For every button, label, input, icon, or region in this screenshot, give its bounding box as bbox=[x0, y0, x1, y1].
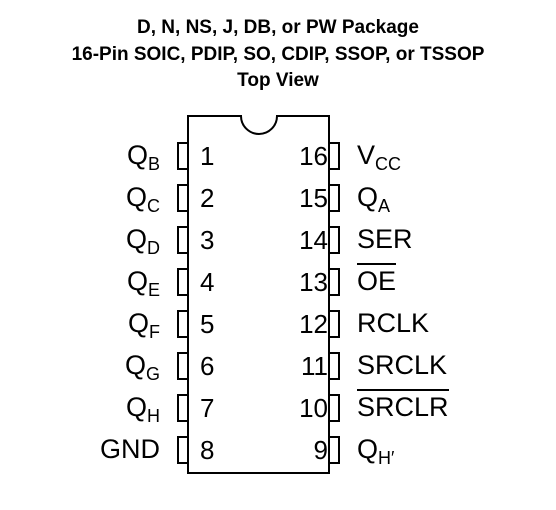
pin-stub bbox=[177, 184, 188, 212]
pin-name-left: QD bbox=[125, 224, 160, 258]
pin-stub bbox=[177, 142, 188, 170]
pin-number-right: 13 bbox=[299, 267, 328, 297]
pin-number-left: 1 bbox=[200, 141, 215, 171]
pin-number-left: 4 bbox=[200, 267, 215, 297]
pin-stub bbox=[329, 142, 340, 170]
pin-number-left: 6 bbox=[200, 351, 215, 381]
pin-stub bbox=[329, 352, 340, 380]
pin-name-left: GND bbox=[100, 434, 160, 464]
pin-number-right: 12 bbox=[299, 309, 328, 339]
pin-name-left: QB bbox=[126, 140, 160, 174]
pin-number-right: 15 bbox=[299, 183, 328, 213]
pin-name-left: QF bbox=[127, 308, 160, 342]
pin-number-right: 16 bbox=[299, 141, 328, 171]
pin-number-right: 14 bbox=[299, 225, 328, 255]
pin-stub bbox=[329, 184, 340, 212]
view-label: Top View bbox=[237, 70, 319, 91]
pin-stub bbox=[329, 436, 340, 464]
pin-stub bbox=[177, 310, 188, 338]
pin-number-left: 8 bbox=[200, 435, 215, 465]
pin-name-right: SRCLK bbox=[357, 350, 448, 380]
pin-name-right: QH′ bbox=[357, 434, 395, 468]
pin-name-right: SRCLR bbox=[357, 389, 449, 422]
pin-number-left: 5 bbox=[200, 309, 215, 339]
pin-name-right: QA bbox=[357, 182, 391, 216]
pin-number-right: 9 bbox=[313, 435, 328, 465]
pin-stub bbox=[177, 226, 188, 254]
package-body bbox=[187, 115, 330, 474]
pin-stub bbox=[329, 268, 340, 296]
pin-name-left: QH bbox=[125, 392, 160, 426]
pin-stub bbox=[177, 268, 188, 296]
pin-name-right: VCC bbox=[357, 140, 402, 174]
package-title: D, N, NS, J, DB, or PW Package bbox=[137, 17, 419, 38]
pin-name-right: OE bbox=[357, 263, 397, 296]
pin-name-left: QC bbox=[125, 182, 160, 216]
pin-number-right: 11 bbox=[301, 351, 328, 381]
pin-stub bbox=[329, 226, 340, 254]
pin-stub bbox=[329, 310, 340, 338]
pin-name-left: QG bbox=[124, 350, 160, 384]
pin-stub bbox=[177, 352, 188, 380]
pin-name-right: RCLK bbox=[357, 308, 430, 338]
pin-number-left: 3 bbox=[200, 225, 215, 255]
pin-number-left: 2 bbox=[200, 183, 215, 213]
pin-number-left: 7 bbox=[200, 393, 215, 423]
pin-number-right: 10 bbox=[299, 393, 328, 423]
pin-stub bbox=[177, 436, 188, 464]
pin-stub bbox=[177, 394, 188, 422]
package-subtitle: 16-Pin SOIC, PDIP, SO, CDIP, SSOP, or TS… bbox=[71, 44, 485, 65]
pin-stub bbox=[329, 394, 340, 422]
pin-name-left: QE bbox=[126, 266, 160, 300]
pin-name-right: SER bbox=[357, 224, 413, 254]
